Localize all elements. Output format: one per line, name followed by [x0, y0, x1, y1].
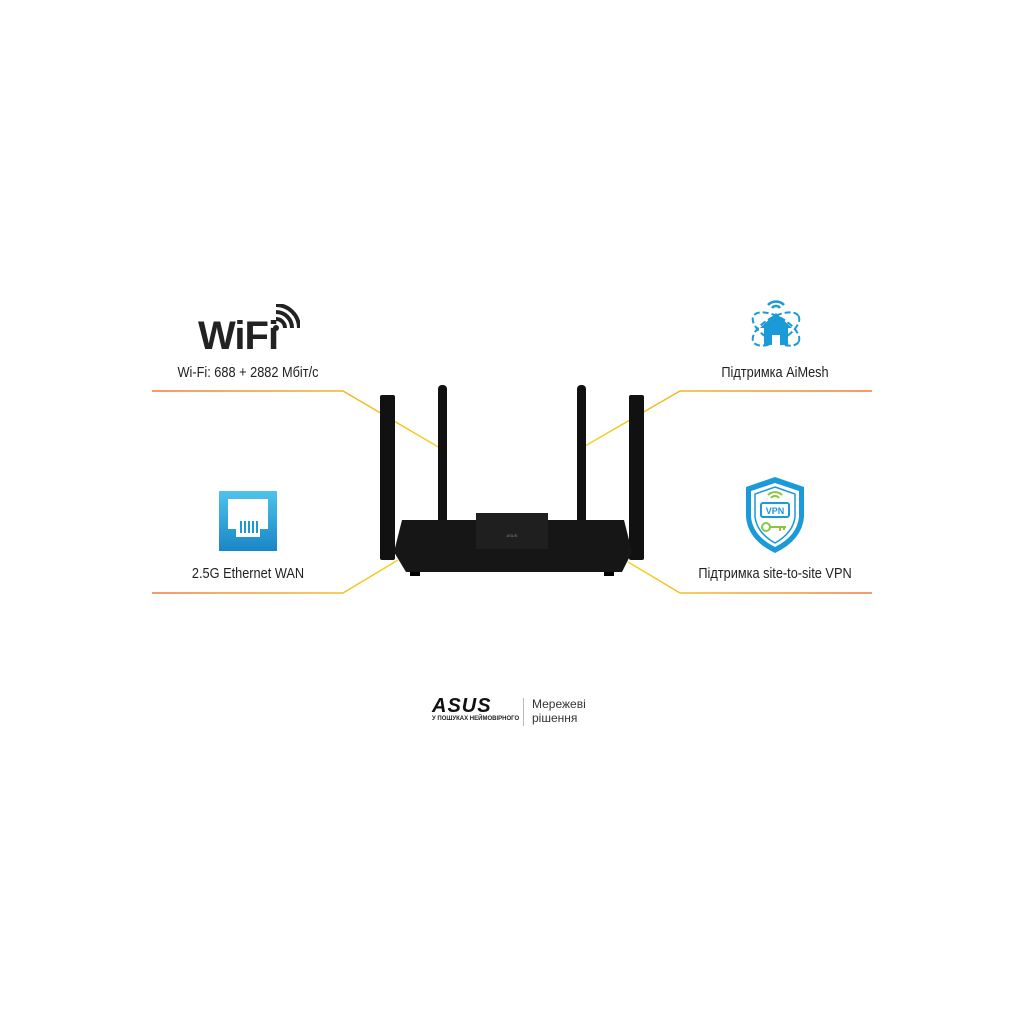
brand-divider [523, 698, 524, 726]
vpn-badge-text: VPN [766, 506, 785, 516]
asus-brand-logo: ASUS У ПОШУКАХ НЕЙМОВІРНОГО [432, 696, 519, 722]
router-top-panel [476, 513, 548, 549]
brand-subtitle-line1: Мережеві [532, 697, 586, 711]
wifi-connector [152, 390, 441, 449]
wan-label: 2.5G Ethernet WAN [191, 565, 305, 582]
brand-subtitle-line2: рішення [532, 711, 578, 725]
ethernet-port-icon [219, 491, 277, 551]
wifi-logo-text: WiFi [198, 314, 279, 358]
antenna [380, 395, 395, 560]
wifi-logo: WiFi [198, 314, 279, 359]
asus-logo-text: ASUS [432, 695, 492, 717]
wifi-speed-label: Wi-Fi: 688 + 2882 Мбіт/с [177, 364, 319, 381]
antenna [438, 385, 447, 525]
aimesh-label: Підтримка AiMesh [721, 364, 829, 381]
brand-subtitle: Мережеві рішення [532, 697, 586, 725]
wifi-signal-icon [273, 304, 300, 331]
svg-text:ASUS: ASUS [507, 533, 518, 538]
vpn-connector [627, 561, 872, 594]
vpn-shield-icon: VPN [746, 477, 804, 553]
vpn-label: Підтримка site-to-site VPN [698, 565, 852, 582]
asus-tagline: У ПОШУКАХ НЕЙМОВІРНОГО [432, 716, 520, 722]
antenna [629, 395, 644, 560]
wan-connector [152, 559, 399, 594]
aimesh-house-icon [751, 300, 801, 347]
aimesh-connector [584, 390, 872, 447]
router-image: ASUS [380, 385, 644, 576]
antenna [577, 385, 586, 525]
